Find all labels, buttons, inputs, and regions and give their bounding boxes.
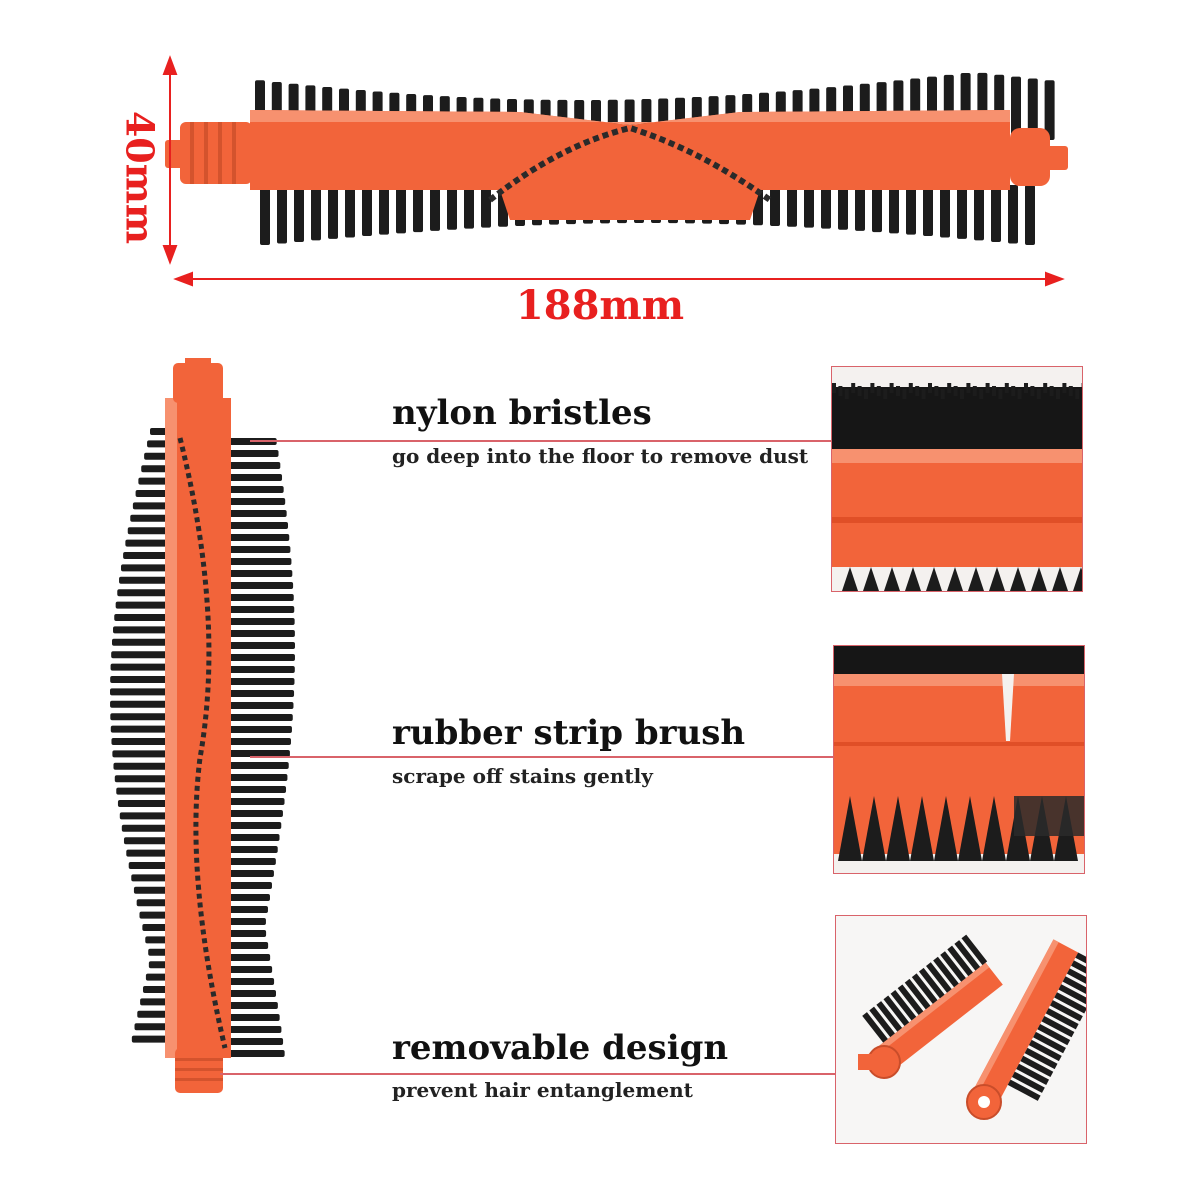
feature-subtitle-rubber: scrape off stains gently [392, 764, 653, 788]
feature-title-rubber: rubber strip brush [392, 713, 746, 753]
feature-title-nylon: nylon bristles [392, 393, 652, 433]
height-dimension-label: 40mm [117, 110, 163, 245]
detail-photo-rubber [833, 645, 1085, 874]
dimension-arrows [162, 55, 1065, 287]
width-arrow-right [1045, 271, 1065, 287]
width-dimension-label: 188mm [515, 282, 685, 329]
vertical-brush-image [110, 358, 295, 1093]
height-arrow-bottom [162, 245, 178, 265]
feature-subtitle-nylon: go deep into the floor to remove dust [392, 444, 809, 468]
width-arrow-left [173, 271, 193, 287]
detail-photo-nylon [831, 366, 1083, 592]
feature-subtitle-removable: prevent hair entanglement [392, 1078, 693, 1102]
feature-title-removable: removable design [392, 1028, 729, 1068]
top-brush-image [165, 72, 1068, 245]
detail-photo-removable [835, 915, 1087, 1144]
height-arrow-top [162, 55, 178, 75]
